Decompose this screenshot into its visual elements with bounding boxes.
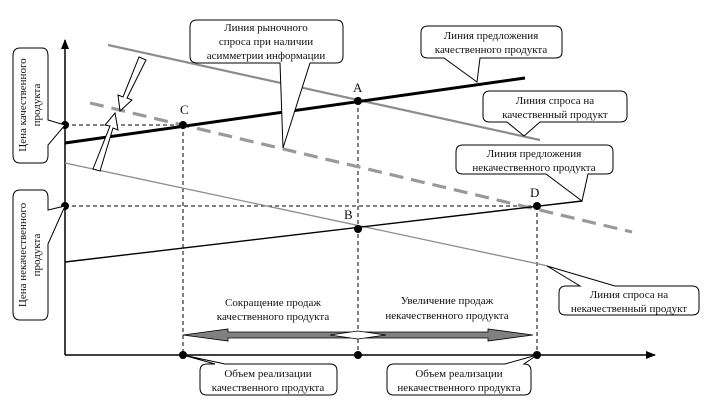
lowquality-supply-line <box>64 200 583 263</box>
callout-quality-demand: Линия спроса на качественный продукт <box>482 90 628 137</box>
label-C: C <box>180 102 189 117</box>
label-A: A <box>353 80 363 95</box>
callout-text: качественного продукта <box>435 44 548 56</box>
callout-text: Цена некачественного <box>17 202 29 307</box>
callout-text: Линия рыночного <box>224 22 308 34</box>
lowquality-increase-label: Увеличение продаж <box>401 295 494 307</box>
callout-text: продукта <box>31 84 43 127</box>
callout-text: Объем реализации <box>415 368 502 380</box>
callout-text: продукта <box>31 234 43 277</box>
callout-lowquality-supply: Линия предложения некачественного продук… <box>455 144 614 202</box>
callout-text: качественного продукта <box>212 382 325 394</box>
point-C <box>179 121 187 129</box>
callout-text: Объем реализации <box>224 368 311 380</box>
quality-decrease-label: качественного продукта <box>217 311 330 323</box>
label-D: D <box>530 185 539 200</box>
point-A <box>354 97 362 105</box>
callout-quality-volume: Объем реализации качественного продукта <box>182 354 338 396</box>
point-A-volume <box>354 351 362 359</box>
callout-quality-supply: Линия предложения качественного продукта <box>420 25 563 83</box>
demand-shift-down-arrow <box>117 56 147 113</box>
callout-text: качественный продукт <box>502 109 608 121</box>
arrow-center-diamond <box>329 330 387 340</box>
callout-text: Линия предложения <box>487 148 582 160</box>
callout-lowquality-volume: Объем реализации некачественного продукт… <box>386 354 538 396</box>
callout-text: некачественный продукт <box>571 303 687 315</box>
callout-lowquality-price: Цена некачественного продукта <box>12 189 66 321</box>
callout-text: некачественного продукта <box>472 162 595 174</box>
callout-text: Цена качественного <box>17 58 29 152</box>
lowquality-increase-label: некачественного продукта <box>385 310 508 322</box>
label-B: B <box>344 207 353 222</box>
callout-text: Линия предложения <box>444 30 539 42</box>
quality-demand-line <box>107 43 541 142</box>
callout-text: некачественного продукта <box>397 382 520 394</box>
callout-text: Линия спроса на <box>590 289 669 301</box>
point-D <box>533 202 541 210</box>
demand-shift-up-arrow <box>92 111 119 172</box>
callout-quality-price: Цена качественного продукта <box>12 47 66 164</box>
callout-lowquality-demand: Линия спроса на некачественный продукт <box>546 265 700 316</box>
callout-text: асимметрии информации <box>207 50 326 62</box>
callout-asymmetric-demand: Линия рыночного спроса при наличии асимм… <box>189 19 344 149</box>
point-B <box>354 225 362 233</box>
quality-decrease-label: Сокращение продаж <box>225 297 321 309</box>
lowquality-demand-line <box>64 162 549 267</box>
callout-text: Линия спроса на <box>516 95 595 107</box>
callout-text: спроса при наличии <box>219 36 313 48</box>
